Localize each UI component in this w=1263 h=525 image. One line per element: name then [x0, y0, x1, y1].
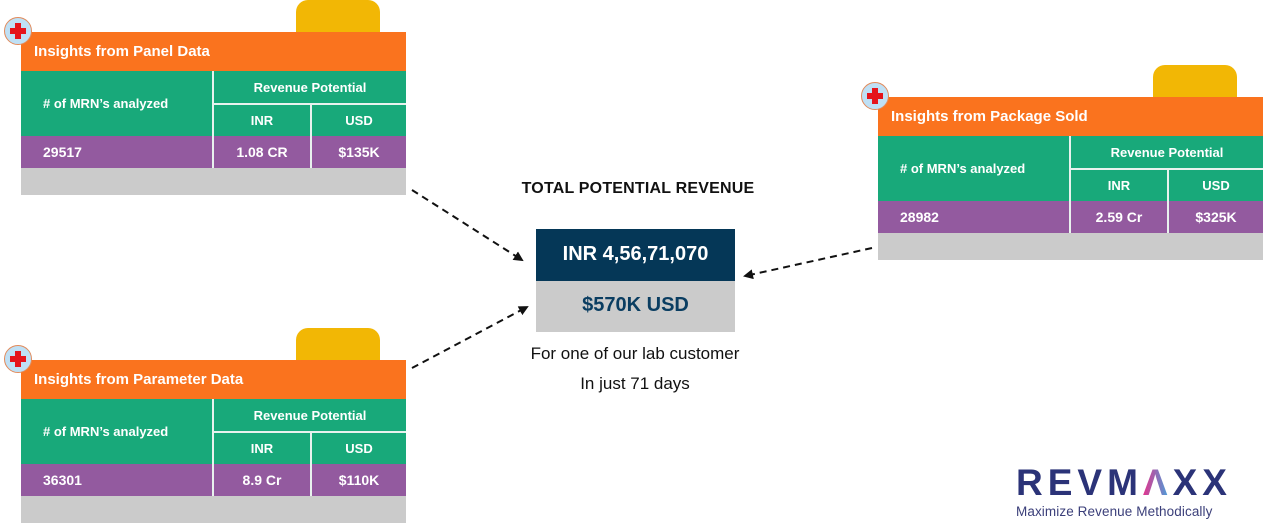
revenue-potential-label: Revenue Potential — [213, 399, 407, 433]
inr-column-header: INR — [1070, 169, 1169, 201]
mrn-count: 28982 — [878, 201, 1071, 233]
total-inr: INR 4,56,71,070 — [536, 229, 735, 281]
mrn-label: # of MRN’s analyzed — [878, 136, 1071, 201]
insights-table: # of MRN’s analyzed Revenue Potential IN… — [21, 399, 407, 496]
card-footer — [21, 496, 406, 523]
card-title: Insights from Package Sold — [878, 97, 1263, 136]
total-usd: $570K USD — [536, 281, 735, 332]
table-row: 29517 1.08 CR $135K — [21, 136, 407, 168]
revenue-potential-label: Revenue Potential — [1070, 136, 1263, 170]
card-parameter-data: Insights from Parameter Data # of MRN’s … — [4, 328, 407, 523]
logo-wordmark-pre: REVM — [1016, 462, 1143, 503]
card-package-sold: Insights from Package Sold # of MRN’s an… — [861, 65, 1263, 260]
mrn-count: 29517 — [21, 136, 214, 168]
usd-column-header: USD — [311, 432, 407, 464]
card-footer — [878, 233, 1263, 260]
card-panel-data: Insights from Panel Data # of MRN’s anal… — [4, 0, 407, 195]
table-row: 36301 8.9 Cr $110K — [21, 464, 407, 496]
usd-value: $325K — [1168, 201, 1263, 233]
inr-value: 1.08 CR — [213, 136, 312, 168]
usd-column-header: USD — [1168, 169, 1263, 201]
insights-table: # of MRN’s analyzed Revenue Potential IN… — [878, 136, 1263, 233]
usd-value: $110K — [311, 464, 407, 496]
card-footer — [21, 168, 406, 195]
medical-cross-icon — [861, 82, 889, 110]
usd-value: $135K — [311, 136, 407, 168]
logo-wordmark-post: XX — [1172, 462, 1232, 503]
folder-tab — [296, 328, 380, 362]
inr-column-header: INR — [213, 432, 312, 464]
logo-tagline: Maximize Revenue Methodically — [1016, 504, 1213, 519]
inr-value: 8.9 Cr — [213, 464, 312, 496]
table-row: 28982 2.59 Cr $325K — [878, 201, 1263, 233]
folder-tab — [296, 0, 380, 34]
mrn-label: # of MRN’s analyzed — [21, 71, 214, 136]
caption-duration: In just 71 days — [580, 374, 690, 393]
insights-table: # of MRN’s analyzed Revenue Potential IN… — [21, 71, 407, 168]
medical-cross-icon — [4, 17, 32, 45]
logo-wordmark: REVMΛXX — [1016, 464, 1256, 502]
card-title: Insights from Panel Data — [21, 32, 406, 71]
logo-accent-icon: Λ — [1142, 462, 1173, 503]
usd-column-header: USD — [311, 104, 407, 136]
total-revenue-box: INR 4,56,71,070 $570K USD — [536, 229, 735, 332]
folder-tab — [1153, 65, 1237, 99]
mrn-label: # of MRN’s analyzed — [21, 399, 214, 464]
revmaxx-logo: REVMΛXX Maximize Revenue Methodically — [1016, 464, 1256, 520]
medical-cross-icon — [4, 345, 32, 373]
mrn-count: 36301 — [21, 464, 214, 496]
caption-customer: For one of our lab customer — [530, 344, 740, 363]
total-title: TOTAL POTENTIAL REVENUE — [521, 180, 755, 197]
inr-column-header: INR — [213, 104, 312, 136]
inr-value: 2.59 Cr — [1070, 201, 1169, 233]
card-title: Insights from Parameter Data — [21, 360, 406, 399]
revenue-potential-label: Revenue Potential — [213, 71, 407, 105]
